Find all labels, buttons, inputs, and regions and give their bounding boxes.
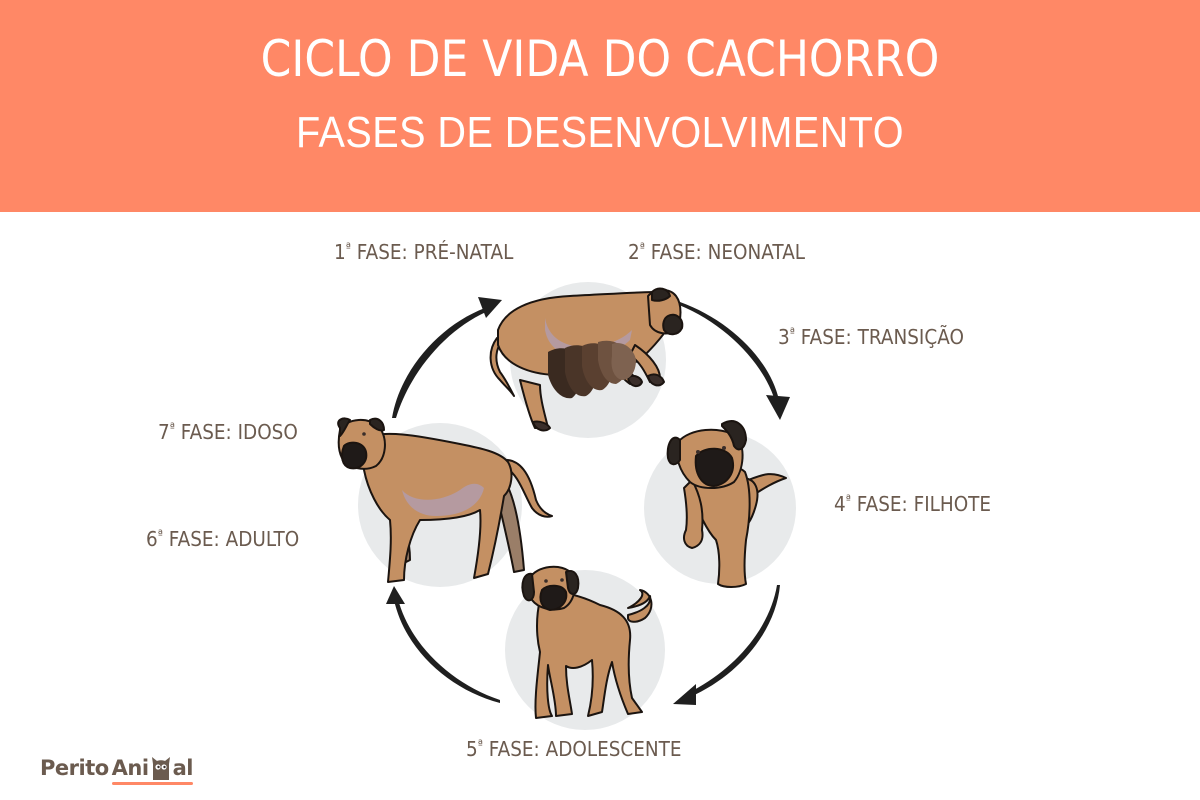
arrow-down-left-icon — [673, 585, 780, 705]
arrow-up-left-icon — [386, 586, 500, 703]
arrow-up-right-icon — [392, 297, 502, 418]
header-banner: CICLO DE VIDA DO CACHORRO FASES DE DESEN… — [0, 0, 1200, 212]
perito-animal-logo: Perito Ani al — [40, 740, 194, 785]
cat-icon — [151, 757, 170, 780]
page-subtitle: FASES DE DESENVOLVIMENTO — [296, 108, 904, 157]
logo-text-perito: Perito — [40, 756, 109, 780]
phase-label-neonatal: 2ª FASE: NEONATAL — [628, 240, 806, 264]
phase-label-prenatal: 1ª FASE: PRÉ-NATAL — [334, 240, 514, 264]
puppy-icon — [666, 420, 787, 588]
adolescent-dog-icon — [521, 565, 653, 719]
logo-text-al: al — [172, 756, 194, 780]
arrow-down-right-icon — [679, 302, 790, 420]
phase-label-senior: 7ª FASE: IDOSO — [158, 420, 298, 444]
phase-label-puppy: 4ª FASE: FILHOTE — [834, 492, 992, 516]
logo-text-animal: Ani al — [111, 756, 194, 785]
cycle-arrows — [386, 297, 790, 705]
logo-text-ani: Ani — [111, 756, 149, 780]
adult-dog-icon — [337, 417, 553, 583]
phase-label-transition: 3ª FASE: TRANSIÇÃO — [778, 325, 964, 349]
logo-underline — [111, 782, 193, 785]
phase-label-adolescent: 5ª FASE: ADOLESCENTE — [466, 737, 682, 761]
nursing-dog-icon — [489, 287, 684, 432]
life-cycle-diagram — [337, 282, 796, 730]
page-title: CICLO DE VIDA DO CACHORRO — [260, 30, 940, 88]
phase-label-adult: 6ª FASE: ADULTO — [146, 527, 300, 551]
